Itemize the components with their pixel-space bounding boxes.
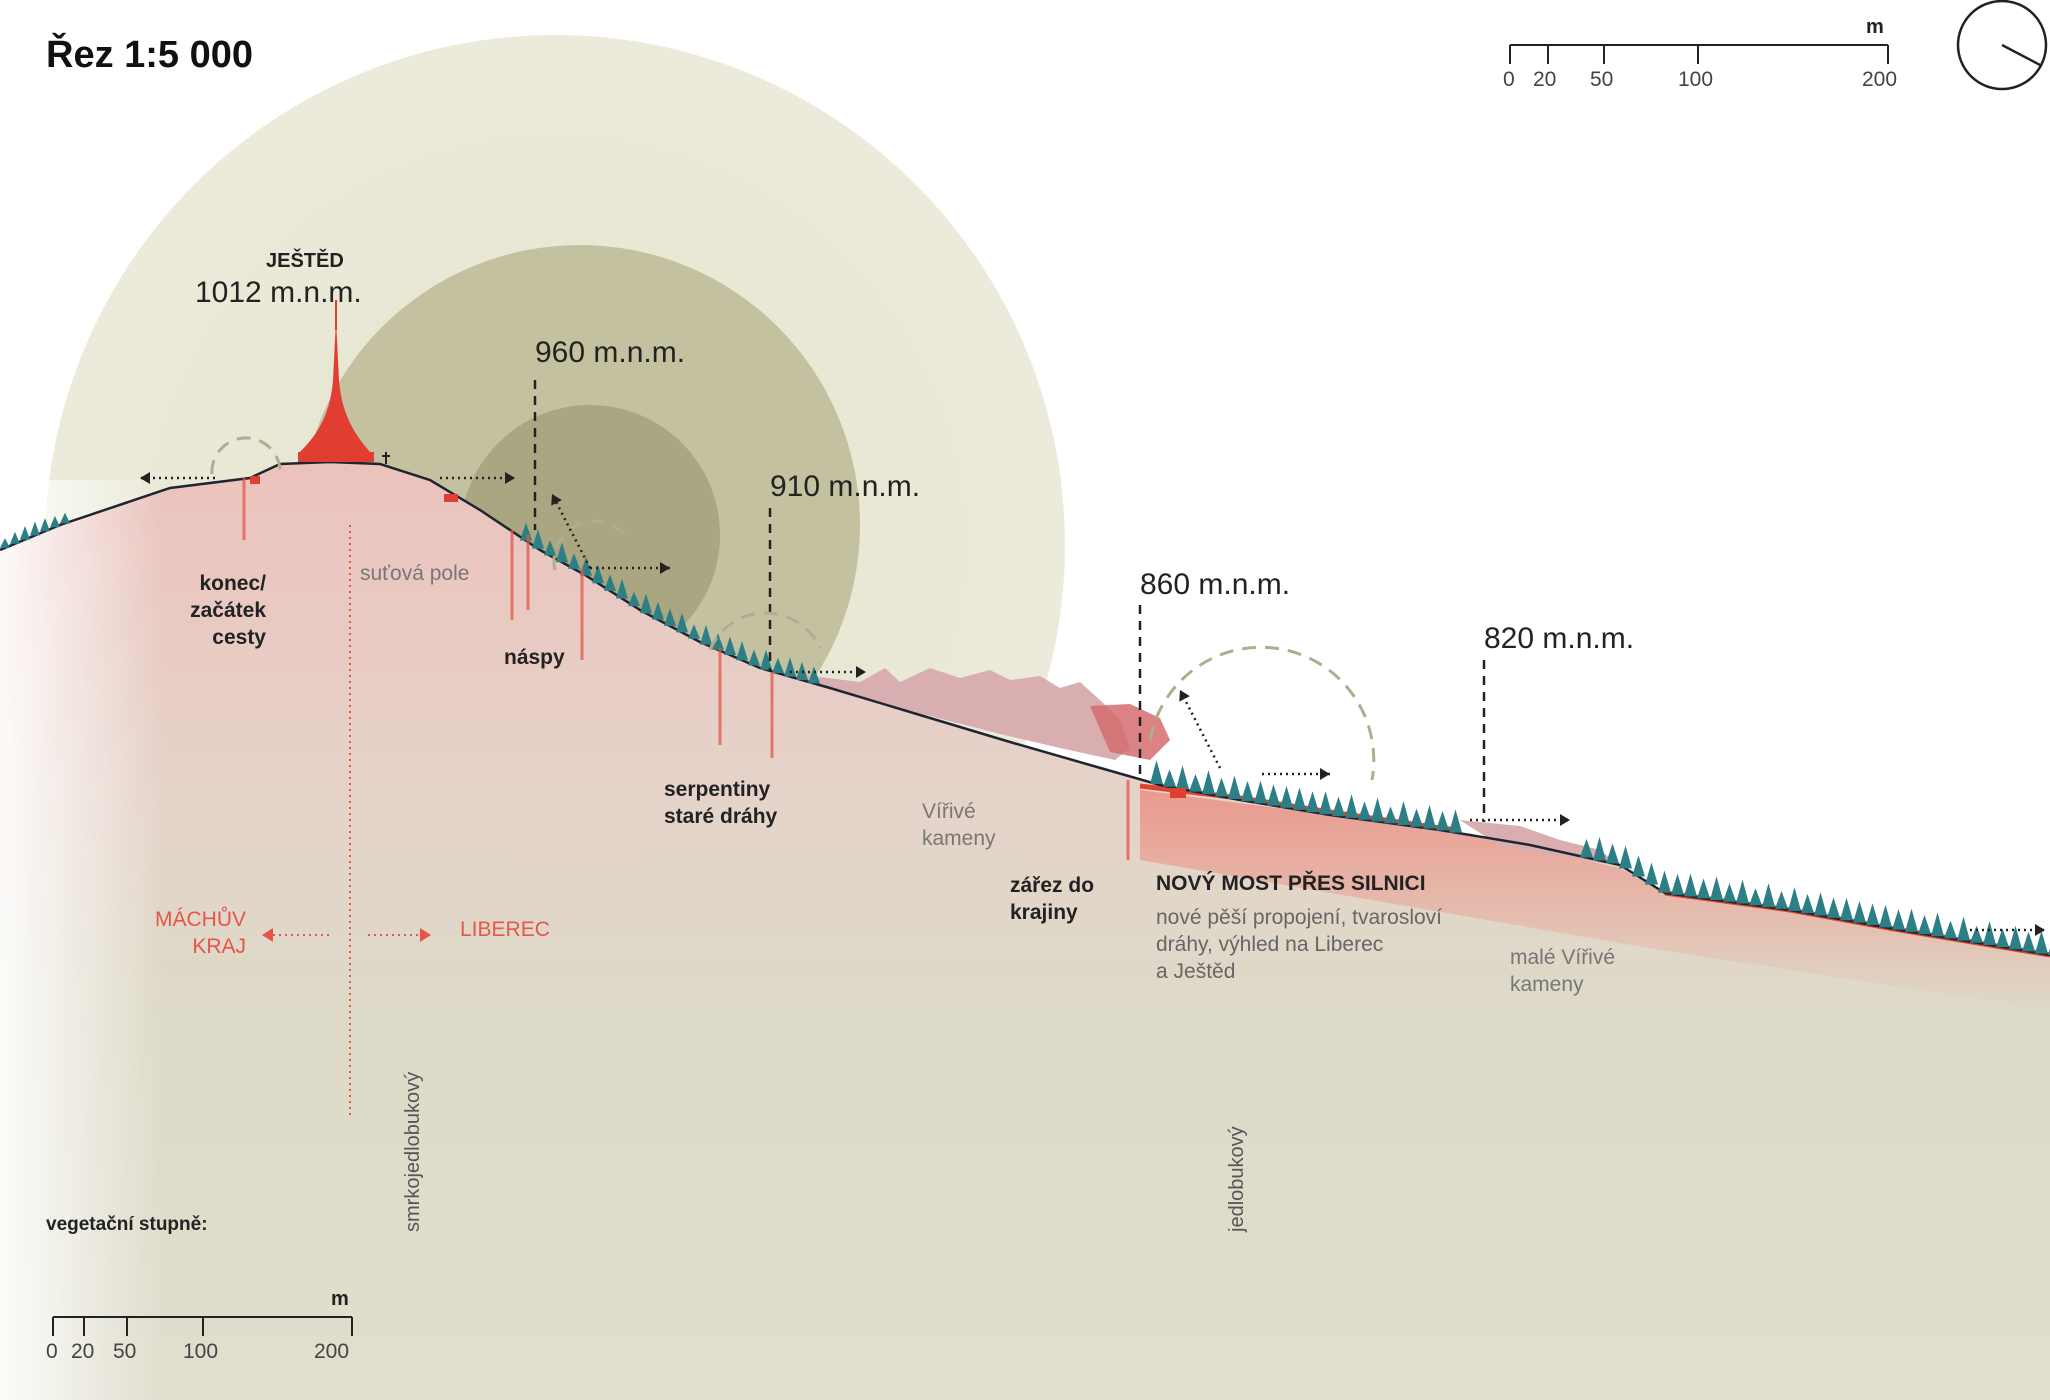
label-konec: konec/ začátek cesty	[190, 572, 266, 649]
label-new-bridge-desc: nové pěší propojení, tvarosloví dráhy, v…	[1156, 906, 1443, 983]
scale-top-tick: 200	[1862, 68, 1898, 91]
label-male-virive: malé Vířivé kameny	[1510, 946, 1616, 996]
peak-elevation: 1012 m.n.m.	[195, 276, 362, 309]
drip-marks	[242, 478, 1130, 860]
scale-bar-top	[1509, 44, 1889, 64]
scale-top-tick: 50	[1590, 68, 1614, 91]
peak-name: JEŠTĚD	[266, 250, 344, 272]
scale-bottom-unit: m	[331, 1288, 349, 1310]
red-glow-right	[1140, 790, 2050, 1010]
elevation-label: 960 m.n.m.	[535, 336, 686, 369]
label-liberec: LIBEREC	[460, 918, 550, 941]
rock-outcrops	[780, 668, 1130, 760]
vegetation-label-2: jedlobukový	[1226, 1126, 1248, 1232]
label-naspy: náspy	[504, 646, 565, 669]
scale-bottom-tick: 100	[183, 1340, 219, 1363]
scale-bar-bottom	[52, 1316, 353, 1336]
label-machuv-kraj: MÁCHŮV KRAJ	[154, 908, 246, 958]
label-zarez: zářez do krajiny	[1010, 874, 1095, 924]
scale-top-tick: 0	[1503, 68, 1515, 91]
label-virive-kameny: Vířivé kameny	[922, 800, 996, 850]
stop-markers	[250, 476, 1186, 798]
compass-icon	[1956, 0, 2048, 91]
elevation-label: 910 m.n.m.	[770, 470, 921, 503]
scale-top-unit: m	[1866, 16, 1884, 38]
transmitter-tower-icon	[298, 300, 390, 464]
vegetation-label-1: smrkojedlobukový	[402, 1071, 424, 1232]
page-title: Řez 1:5 000	[46, 34, 254, 76]
scale-bottom-tick: 200	[314, 1340, 350, 1363]
scale-top-tick: 20	[1533, 68, 1557, 91]
view-arcs	[210, 436, 1376, 781]
label-serpentiny: serpentiny staré dráhy	[664, 778, 778, 828]
label-new-bridge-title: NOVÝ MOST PŘES SILNICI	[1156, 872, 1426, 895]
elevation-label: 820 m.n.m.	[1484, 622, 1635, 655]
terrain-outline	[0, 460, 2050, 957]
scale-top-tick: 100	[1678, 68, 1714, 91]
elevation-label: 860 m.n.m.	[1140, 568, 1291, 601]
vegetation-title: vegetační stupně:	[46, 1214, 208, 1235]
label-sutova-pole: suťová pole	[360, 562, 470, 585]
scale-bottom-tick: 0	[46, 1340, 58, 1363]
scale-bottom-tick: 50	[113, 1340, 137, 1363]
elevation-markers	[533, 380, 1486, 822]
tree-band-icon	[0, 512, 2050, 955]
view-arrow-icon	[140, 472, 2045, 936]
scale-bottom-tick: 20	[71, 1340, 95, 1363]
